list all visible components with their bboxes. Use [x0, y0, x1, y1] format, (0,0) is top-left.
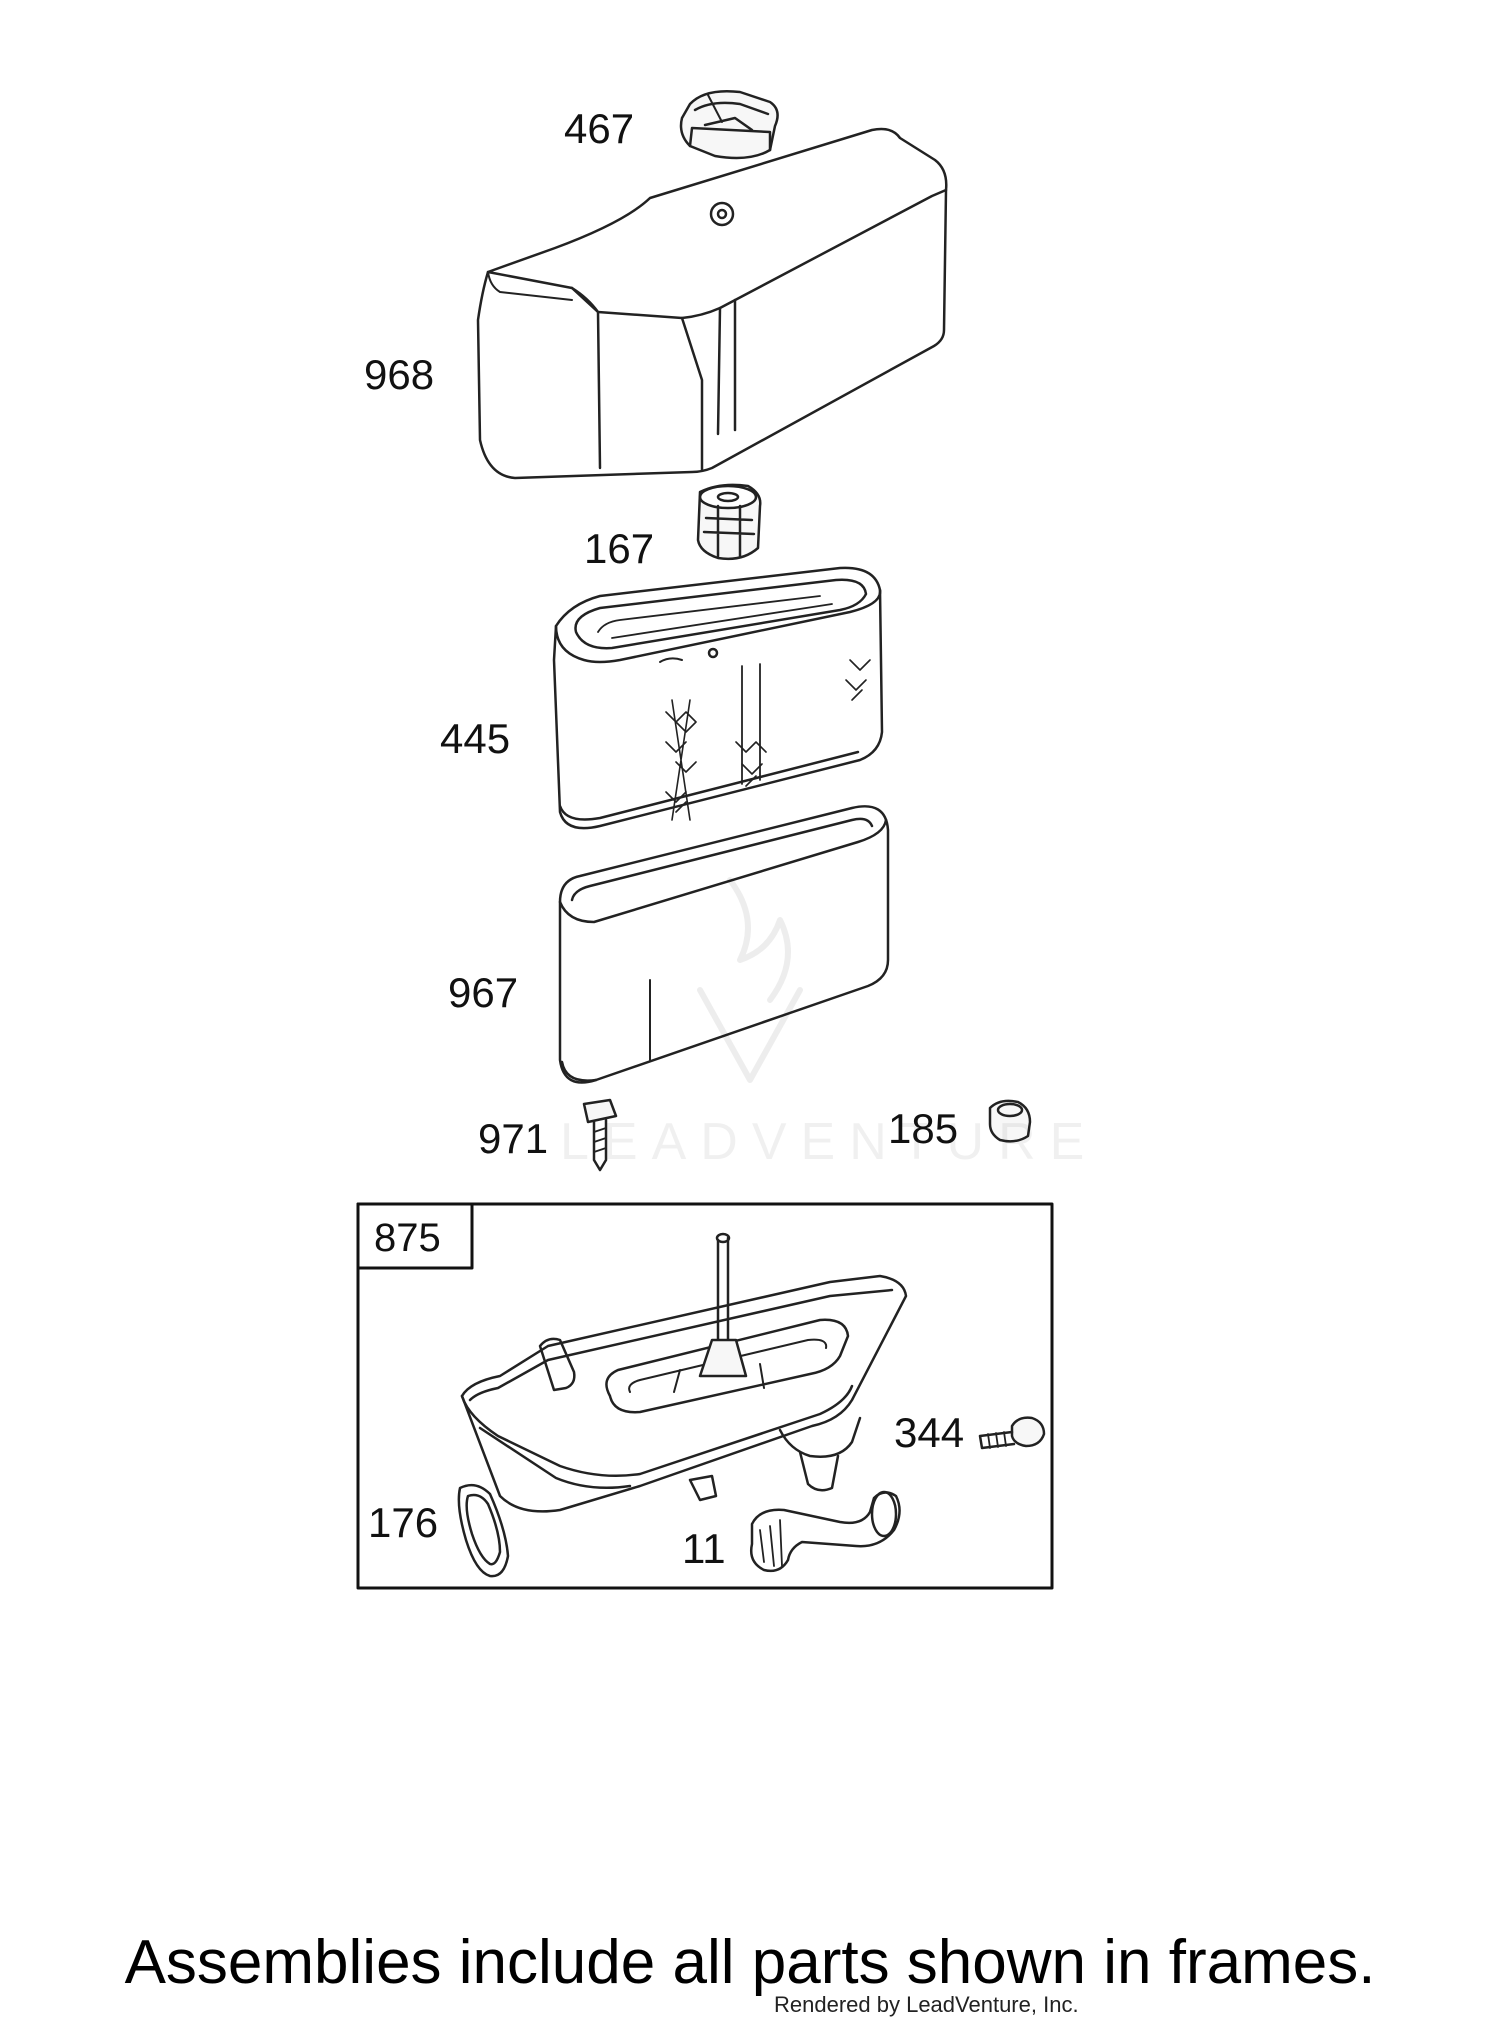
- render-credit: Rendered by LeadVenture, Inc.: [774, 1992, 1079, 2017]
- nut-part-185: [988, 1099, 1032, 1143]
- part-label-185: 185: [888, 1105, 959, 1152]
- assembly-frame-label: 875: [374, 1216, 441, 1260]
- filter-part-445: [552, 566, 884, 830]
- part-label-11: 11: [682, 1525, 726, 1572]
- precleaner-part-967: [558, 805, 890, 1084]
- part-label-967: 967: [448, 969, 519, 1016]
- screw-part-344: [978, 1416, 1046, 1450]
- part-label-445: 445: [440, 715, 511, 762]
- part-label-968: 968: [364, 351, 435, 398]
- part-label-176: 176: [368, 1499, 439, 1546]
- assembly-frame-label-box: [356, 1202, 474, 1270]
- watermark-text: LEADVENTURE: [560, 1113, 1099, 1171]
- knob-part-467: [679, 90, 779, 160]
- watermark-emblem: [697, 877, 803, 1083]
- gasket-part-176: [457, 1483, 510, 1578]
- spacer-part-167: [696, 483, 762, 561]
- assemblies-footnote: Assemblies include all parts shown in fr…: [124, 1928, 1376, 1997]
- cover-part-968: [476, 127, 948, 480]
- breather-tube-part-11: [750, 1490, 901, 1573]
- part-label-344: 344: [894, 1409, 965, 1456]
- part-label-971: 971: [478, 1115, 549, 1162]
- base-part-875: [460, 1232, 908, 1513]
- part-label-167: 167: [584, 525, 655, 572]
- assembly-frame-875: [356, 1202, 1054, 1590]
- part-label-467: 467: [564, 105, 635, 152]
- screw-part-971: [582, 1098, 618, 1172]
